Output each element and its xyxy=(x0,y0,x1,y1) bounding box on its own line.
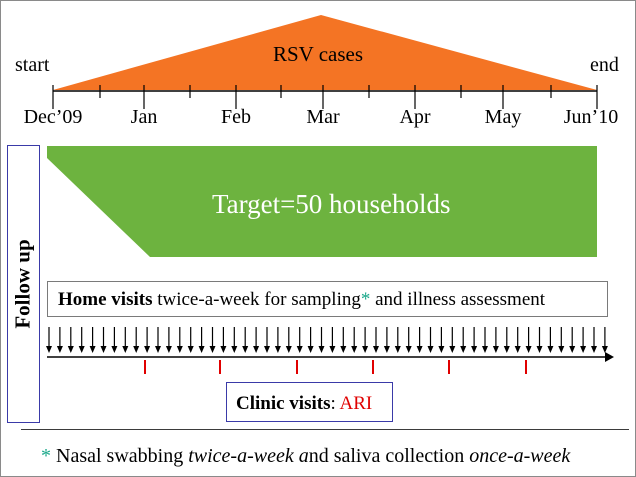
home-visit-arrowhead xyxy=(471,346,478,353)
home-visit-arrowhead xyxy=(155,346,161,353)
home-visit-arrowhead xyxy=(449,346,456,353)
month-label: May xyxy=(484,106,522,128)
home-visit-arrowhead xyxy=(536,346,543,353)
home-visit-arrowhead xyxy=(373,346,379,353)
home-visit-arrowhead xyxy=(416,346,423,353)
home-visit-arrowhead xyxy=(460,346,467,353)
rsv-cases-label: RSV cases xyxy=(273,42,364,66)
home-visit-arrowhead xyxy=(394,346,401,353)
clinic-visit-ticks xyxy=(144,360,527,374)
follow-up-box xyxy=(7,145,40,423)
home-visit-arrowhead xyxy=(569,346,576,353)
home-visit-arrowhead xyxy=(187,346,194,353)
home-visits-text: twice-a-week for sampling xyxy=(152,289,361,310)
home-visit-arrowhead xyxy=(89,346,96,353)
home-visit-arrowhead xyxy=(231,346,238,353)
month-label: Jan xyxy=(130,106,158,128)
home-visit-arrowhead xyxy=(405,346,412,353)
home-visit-arrowhead xyxy=(351,346,358,353)
home-visits-title: Home visits xyxy=(58,289,153,310)
home-visit-arrowhead xyxy=(242,346,249,353)
home-visit-arrowhead xyxy=(525,346,532,353)
footnote-divider xyxy=(21,429,629,430)
home-visit-arrowhead xyxy=(427,346,434,353)
footnote-text-4: once-a-week xyxy=(469,445,571,467)
home-visit-arrowhead xyxy=(253,346,260,353)
visits-axis-arrowhead xyxy=(605,352,614,362)
timeline-end-label: end xyxy=(590,54,619,76)
home-visit-arrowhead xyxy=(220,346,227,353)
clinic-visits-box: Clinic visits: ARI xyxy=(226,382,393,422)
home-visits-box: Home visits twice-a-week for sampling* a… xyxy=(47,281,608,317)
home-visit-arrowhead xyxy=(362,346,369,353)
home-visit-arrowhead xyxy=(296,346,303,353)
footnote: * Nasal swabbing twice-a-week and saliva… xyxy=(41,445,570,468)
home-visit-arrowhead xyxy=(56,346,63,353)
month-label: Dec’09 xyxy=(23,106,83,128)
month-label: Feb xyxy=(221,106,251,128)
month-label: Apr xyxy=(399,106,431,128)
home-visit-arrowhead xyxy=(78,346,85,353)
month-label: Mar xyxy=(306,106,340,128)
home-visit-arrowhead xyxy=(274,346,281,353)
home-visit-arrowhead xyxy=(209,346,216,353)
home-visit-arrowhead xyxy=(503,346,510,353)
home-visit-arrowhead xyxy=(165,346,172,353)
footnote-text-1: Nasal swabbing xyxy=(51,445,189,467)
timeline-ticks xyxy=(52,85,598,109)
month-label: Jun’10 xyxy=(563,106,619,128)
home-visit-arrowhead xyxy=(591,346,597,353)
home-visit-arrowhead xyxy=(329,346,336,353)
home-visit-arrowhead xyxy=(514,346,521,353)
follow-up-label: Follow up xyxy=(10,239,35,329)
footnote-text-2: twice-a-week a xyxy=(188,445,309,467)
footnote-text-3: nd saliva collection xyxy=(308,445,470,467)
home-visit-arrowhead xyxy=(340,346,347,353)
footnote-asterisk: * xyxy=(41,445,51,467)
home-visit-arrowhead xyxy=(67,346,74,353)
home-visit-arrowhead xyxy=(383,346,390,353)
sampling-asterisk: * xyxy=(360,289,371,310)
home-visit-arrowhead xyxy=(318,346,325,353)
home-visit-arrowhead xyxy=(100,346,107,353)
home-visits-text-end: and illness assessment xyxy=(370,289,546,310)
home-visit-arrowhead xyxy=(601,346,608,353)
home-visit-arrowhead xyxy=(482,346,488,353)
home-visit-arrowhead xyxy=(144,346,151,353)
home-visit-arrowhead xyxy=(547,346,554,353)
home-visit-arrows xyxy=(46,327,608,353)
home-visit-arrowhead xyxy=(46,346,52,353)
home-visit-arrowhead xyxy=(111,346,118,353)
home-visit-arrowhead xyxy=(492,346,499,353)
home-visit-arrowhead xyxy=(133,346,140,353)
clinic-visits-title: Clinic visits xyxy=(236,393,331,414)
home-visit-arrowhead xyxy=(285,346,292,353)
home-visit-arrowhead xyxy=(264,346,270,353)
home-visit-arrowhead xyxy=(580,346,587,353)
rsv-cases-triangle xyxy=(53,15,597,90)
clinic-visits-colon: : xyxy=(330,393,340,414)
home-visit-arrowhead xyxy=(198,346,205,353)
target-label: Target=50 households xyxy=(212,189,451,219)
target-households-shape xyxy=(47,146,597,257)
timeline-start-label: start xyxy=(15,54,50,76)
ari-label: ARI xyxy=(339,393,373,414)
home-visit-arrowhead xyxy=(176,346,183,353)
home-visit-arrowhead xyxy=(307,346,314,353)
home-visit-arrowhead xyxy=(438,346,445,353)
home-visit-arrowhead xyxy=(122,346,129,353)
home-visit-arrowhead xyxy=(558,346,565,353)
